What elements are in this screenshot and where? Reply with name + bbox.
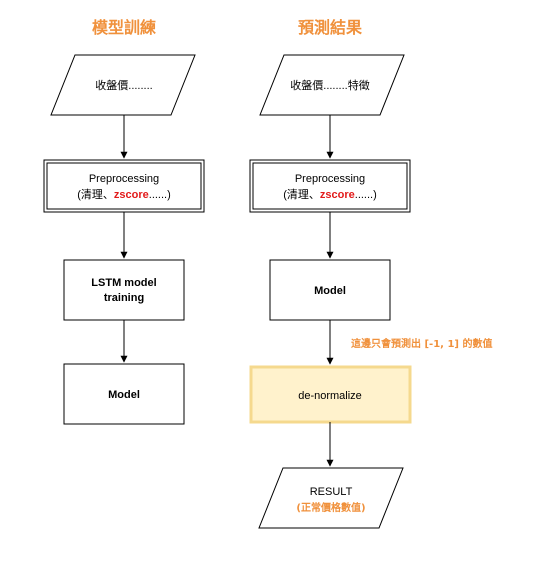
result-title: RESULT	[310, 486, 353, 498]
right-preprocess-open: (清理、	[283, 188, 320, 201]
left-preprocess-zscore: zscore	[114, 189, 149, 201]
denormalize-label: de-normalize	[298, 390, 362, 402]
right-input-label: 收盤價........特徵	[290, 78, 369, 92]
right-preprocess-title: Preprocessing	[295, 173, 365, 185]
left-column-title: 模型訓練	[92, 18, 156, 37]
lstm-training-line1: LSTM model	[91, 277, 156, 289]
right-preprocess-zscore: zscore	[320, 189, 355, 201]
left-model-box[interactable]	[63, 363, 185, 425]
left-preprocess-detail: (清理、zscore......)	[77, 188, 171, 201]
left-preprocess-inner-border	[46, 162, 202, 210]
result-shape[interactable]	[258, 467, 404, 529]
left-input-label: 收盤價........	[95, 78, 152, 92]
right-model-label: Model	[314, 285, 346, 297]
lstm-training-box[interactable]	[63, 259, 185, 321]
range-note: 這邊只會預測出 [-1, 1] 的數值	[351, 337, 492, 350]
right-preprocess-detail: (清理、zscore......)	[283, 188, 377, 201]
left-input-shape[interactable]	[50, 54, 196, 116]
right-preprocess-box[interactable]	[249, 159, 411, 213]
result-subtitle: (正常價格數值)	[296, 501, 365, 514]
right-preprocess-inner-border	[252, 162, 408, 210]
left-preprocess-box[interactable]	[43, 159, 205, 213]
left-preprocess-close: ......)	[149, 189, 171, 201]
denormalize-box[interactable]	[249, 365, 412, 424]
right-model-box[interactable]	[269, 259, 391, 321]
left-preprocess-title: Preprocessing	[89, 173, 159, 185]
right-column-title: 預測結果	[298, 18, 362, 37]
left-preprocess-open: (清理、	[77, 188, 114, 201]
lstm-training-line2: training	[104, 292, 144, 304]
left-model-label: Model	[108, 389, 140, 401]
right-input-shape[interactable]	[259, 54, 405, 116]
right-preprocess-close: ......)	[355, 189, 377, 201]
